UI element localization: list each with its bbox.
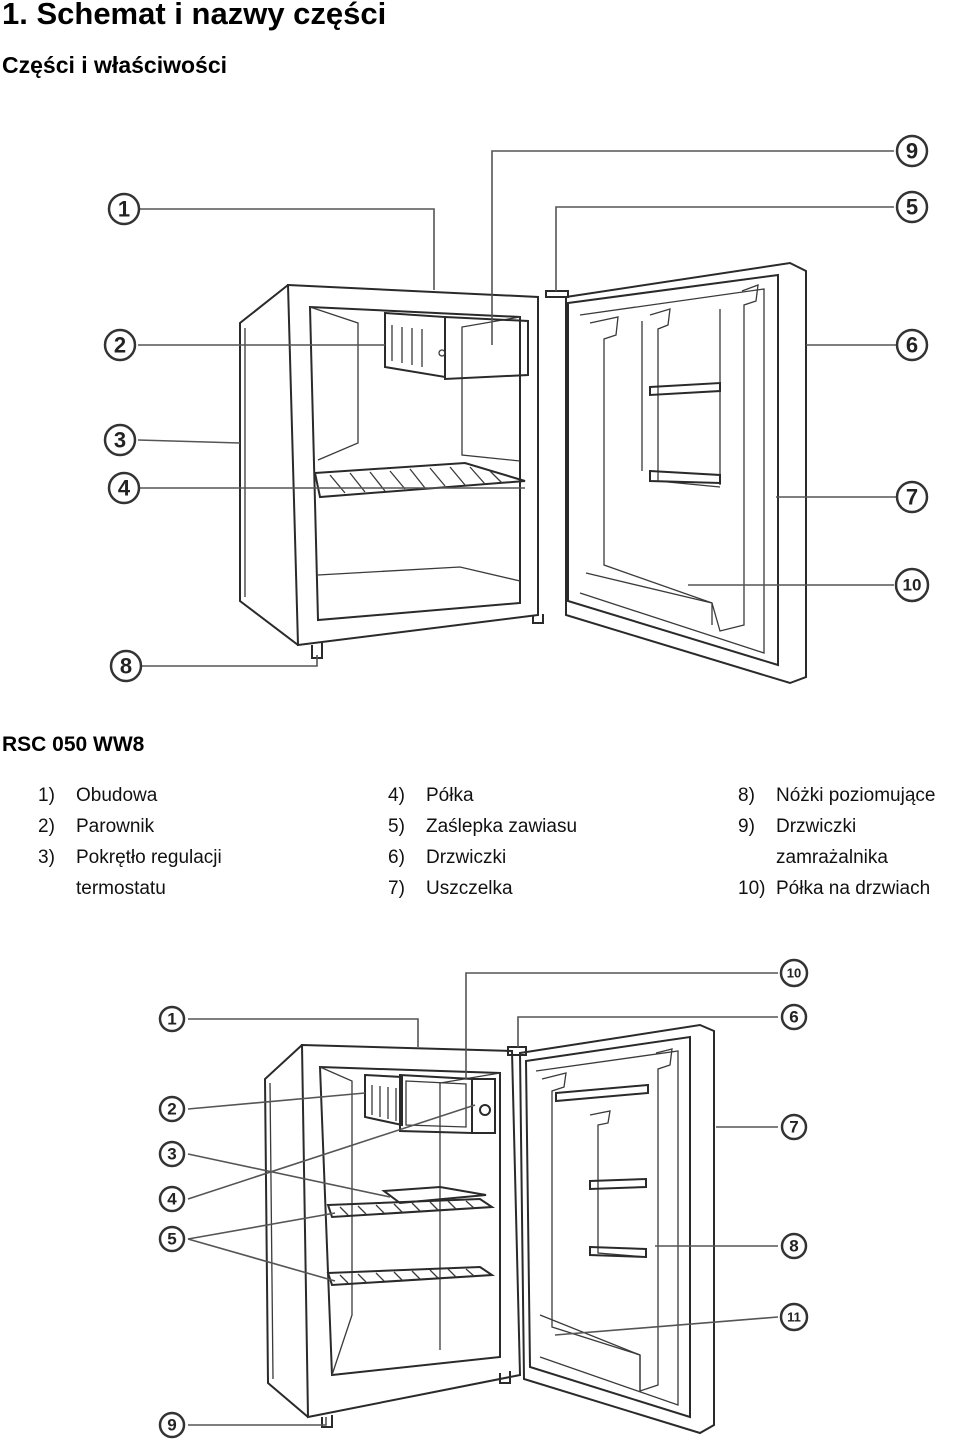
parts-list-column-3: 8) Nóżki poziomujące 9) Drzwiczki zamrażal… xyxy=(738,780,960,904)
part-label: Półka xyxy=(426,785,474,806)
part-number: 2) xyxy=(38,816,55,837)
svg-text:8: 8 xyxy=(789,1237,798,1256)
part-label: Drzwiczki xyxy=(426,847,507,868)
callout-b-11: 11 xyxy=(779,1302,809,1332)
svg-text:7: 7 xyxy=(906,485,918,510)
part-number: 1) xyxy=(38,785,55,806)
cabinet-body-2 xyxy=(263,1043,522,1428)
callout-3: 3 xyxy=(103,423,137,457)
svg-text:9: 9 xyxy=(906,139,918,164)
leader-lines xyxy=(137,150,896,667)
part-number: 3) xyxy=(38,847,55,868)
part-number: 8) xyxy=(738,785,755,806)
part-number: 7) xyxy=(388,878,405,899)
list-item: 9) Drzwiczki zamrażalnika xyxy=(738,811,960,873)
fridge-diagram-top: 1 2 3 4 8 9 5 6 7 10 xyxy=(103,134,930,685)
parts-list-column-2: 4) Półka 5) Zaślepka zawiasu 6) Drzwiczki 7… xyxy=(388,780,577,904)
part-label: Parownik xyxy=(76,816,155,837)
door-open xyxy=(545,261,807,685)
svg-text:1: 1 xyxy=(167,1010,176,1029)
callout-b-1: 1 xyxy=(158,1005,186,1033)
callout-6: 6 xyxy=(895,328,929,362)
fridge-diagram-bottom: 1 2 3 4 5 9 10 6 7 8 11 xyxy=(158,958,809,1439)
list-item: 8) Nóżki poziomujące xyxy=(738,780,960,811)
svg-text:9: 9 xyxy=(167,1416,176,1435)
list-item: 1) Obudowa xyxy=(38,780,276,811)
svg-text:4: 4 xyxy=(167,1190,177,1209)
callout-b-5: 5 xyxy=(158,1225,186,1253)
svg-text:3: 3 xyxy=(167,1145,176,1164)
svg-text:1: 1 xyxy=(118,197,130,222)
part-label: Drzwiczki zamrażalnika xyxy=(776,816,888,868)
svg-text:7: 7 xyxy=(789,1118,798,1137)
part-label: Zaślepka zawiasu xyxy=(426,816,578,837)
list-item: 4) Półka xyxy=(388,780,577,811)
parts-list-column-1: 1) Obudowa 2) Parownik 3) Pokrętło regulacj… xyxy=(38,780,276,904)
svg-text:3: 3 xyxy=(114,428,126,453)
page-title: 1. Schemat i nazwy części xyxy=(2,0,387,31)
callout-b-9: 9 xyxy=(158,1411,186,1439)
callout-9: 9 xyxy=(895,134,929,168)
svg-text:5: 5 xyxy=(906,195,918,220)
list-item: 10) Półka na drzwiach xyxy=(738,873,960,904)
list-item: 7) Uszczelka xyxy=(388,873,577,904)
part-label: Półka na drzwiach xyxy=(776,878,931,899)
callout-5: 5 xyxy=(895,190,929,224)
list-item: 2) Parownik xyxy=(38,811,276,842)
callout-10: 10 xyxy=(894,567,930,603)
part-label: Uszczelka xyxy=(426,878,513,899)
list-item: 5) Zaślepka zawiasu xyxy=(388,811,577,842)
svg-text:6: 6 xyxy=(789,1008,798,1027)
svg-text:2: 2 xyxy=(114,333,126,358)
list-item: 6) Drzwiczki xyxy=(388,842,577,873)
part-label: Nóżki poziomujące xyxy=(776,785,936,806)
svg-text:8: 8 xyxy=(120,654,132,679)
svg-text:10: 10 xyxy=(903,576,922,595)
svg-text:2: 2 xyxy=(167,1100,176,1119)
svg-text:11: 11 xyxy=(787,1310,801,1325)
svg-text:10: 10 xyxy=(787,966,801,981)
callout-b-6: 6 xyxy=(780,1003,808,1031)
svg-text:6: 6 xyxy=(906,333,918,358)
leader-lines-2 xyxy=(187,972,779,1426)
callout-b-10: 10 xyxy=(779,958,809,988)
part-number: 6) xyxy=(388,847,405,868)
callout-b-3: 3 xyxy=(158,1140,186,1168)
section-subtitle: Części i właściwości xyxy=(2,52,228,78)
callout-7: 7 xyxy=(895,480,929,514)
cabinet-body xyxy=(239,283,544,659)
part-number: 10) xyxy=(738,878,766,899)
part-label: Obudowa xyxy=(76,785,158,806)
callout-2: 2 xyxy=(103,328,137,362)
list-item: 3) Pokrętło regulacji termostatu xyxy=(38,842,276,904)
callout-b-8: 8 xyxy=(780,1232,808,1260)
callout-1: 1 xyxy=(107,192,141,226)
model-name: RSC 050 WW8 xyxy=(2,733,145,756)
callout-b-2: 2 xyxy=(158,1095,186,1123)
callout-8: 8 xyxy=(109,649,143,683)
callout-b-7: 7 xyxy=(780,1113,808,1141)
callout-b-4: 4 xyxy=(158,1185,186,1213)
part-number: 5) xyxy=(388,816,405,837)
part-label: Pokrętło regulacji termostatu xyxy=(76,847,222,899)
part-number: 4) xyxy=(388,785,405,806)
svg-text:5: 5 xyxy=(167,1230,176,1249)
svg-text:4: 4 xyxy=(118,476,131,501)
part-number: 9) xyxy=(738,816,755,837)
door-open-2 xyxy=(507,1023,715,1435)
callout-4: 4 xyxy=(107,471,141,505)
